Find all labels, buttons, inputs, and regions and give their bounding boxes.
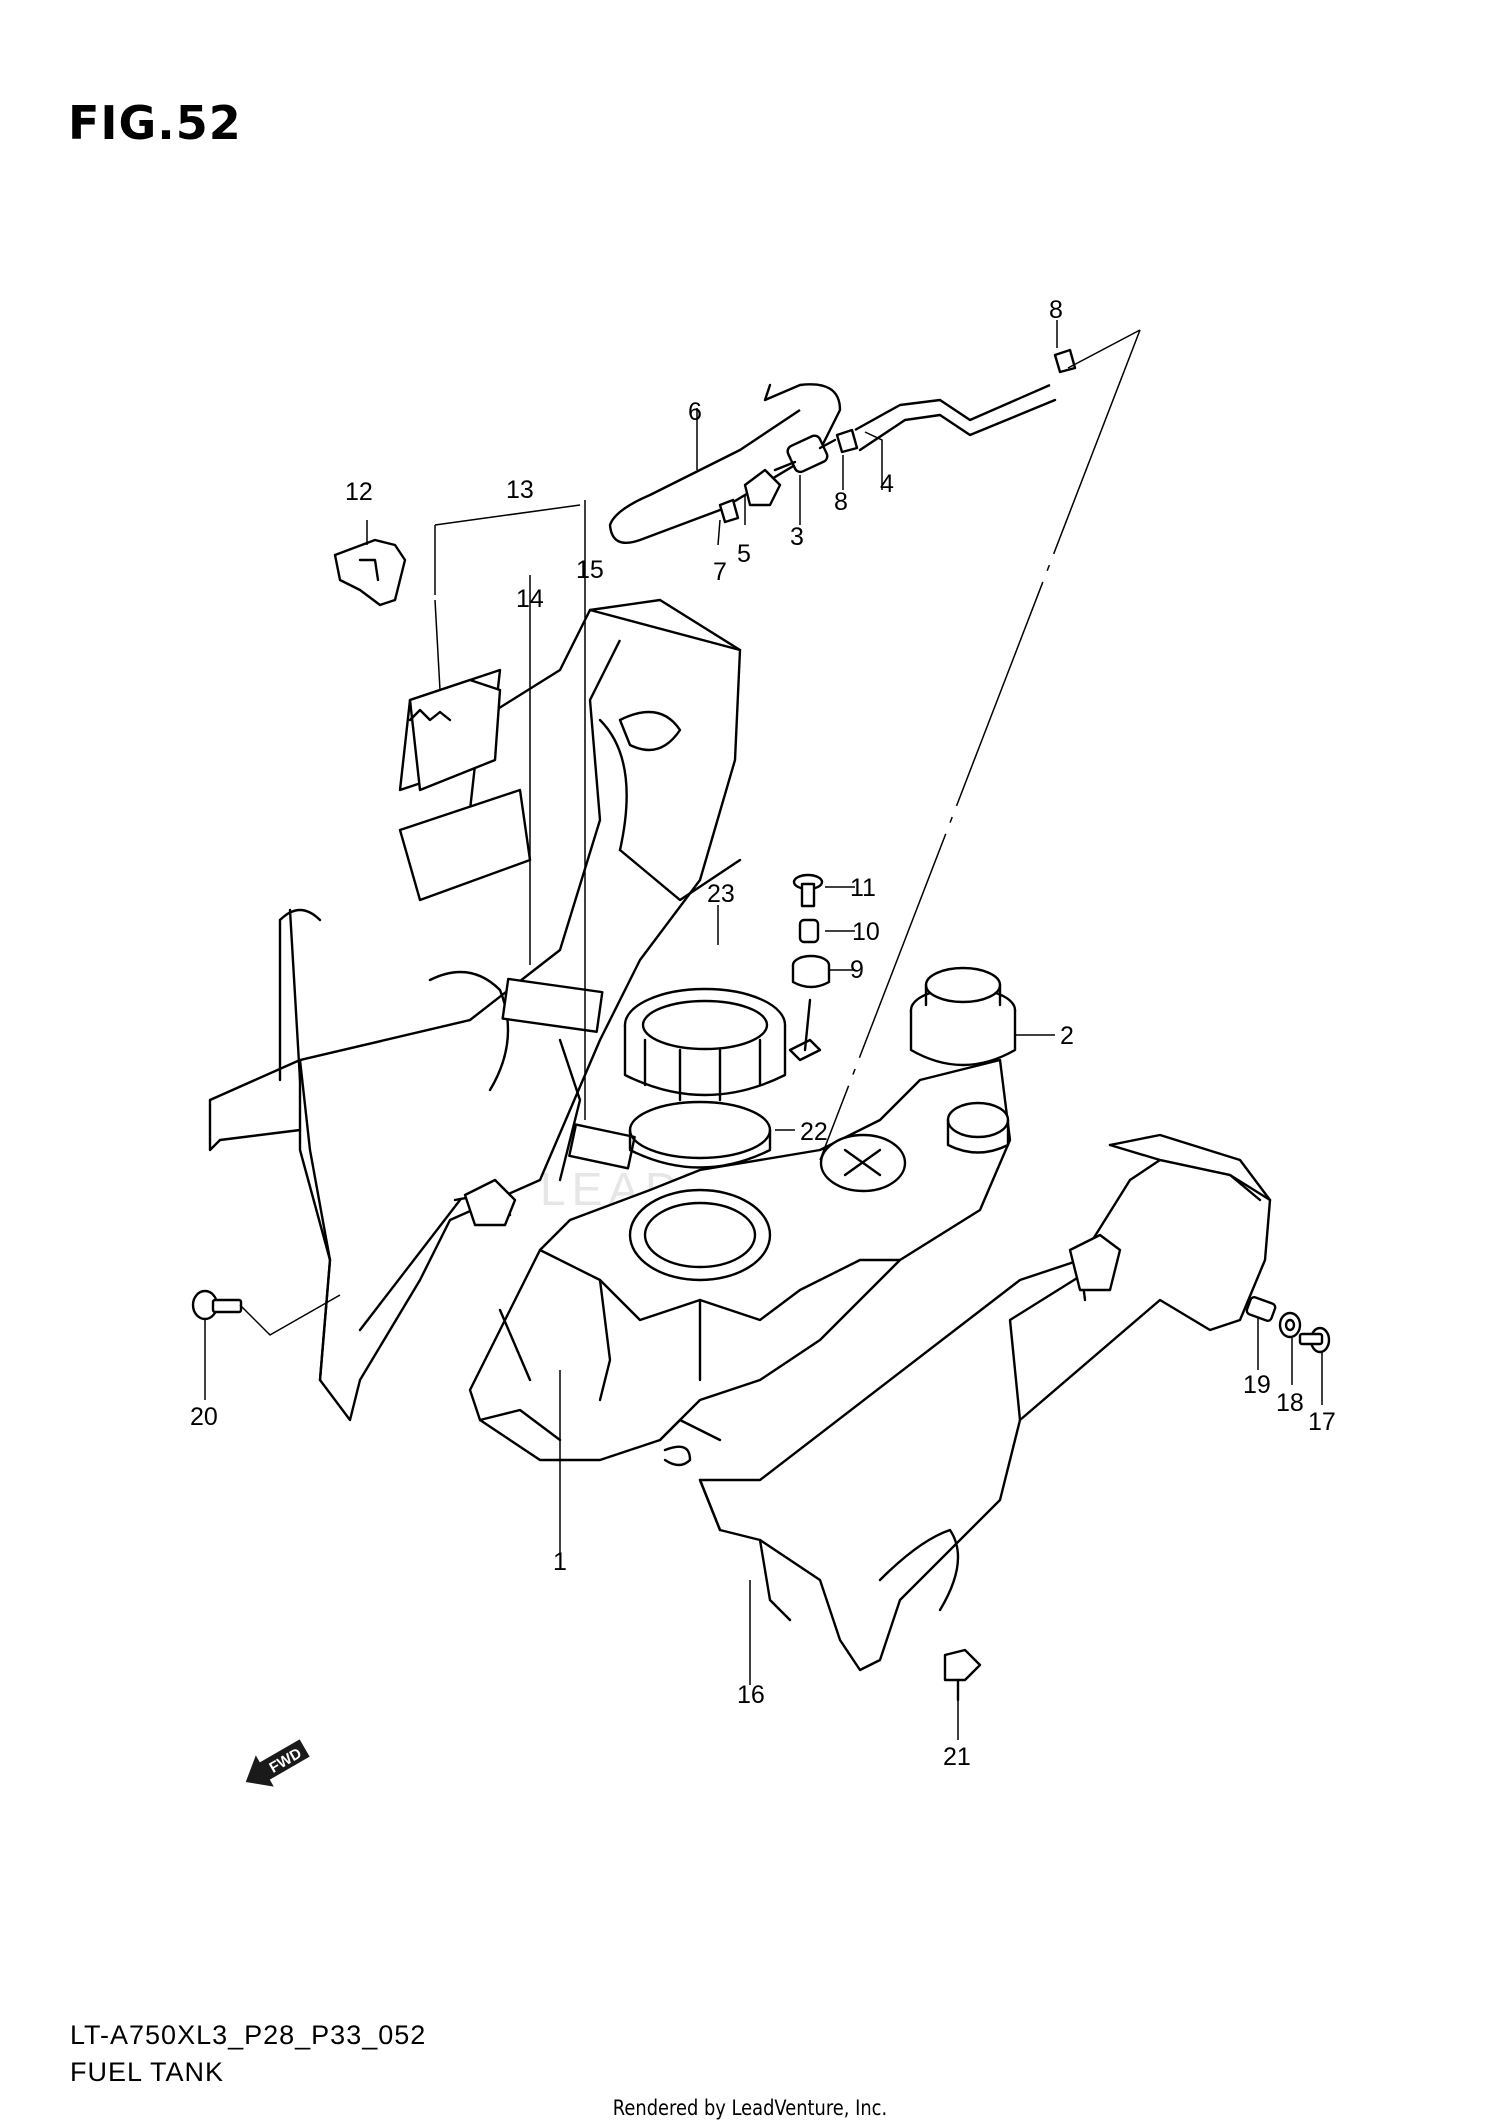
clamp-8-upper[interactable] [1053,348,1077,374]
callout-4[interactable]: 4 [880,470,894,498]
rendered-by-credit: Rendered by LeadVenture, Inc. [612,2096,888,2120]
callout-9[interactable]: 9 [850,956,864,984]
callout-5[interactable]: 5 [737,540,751,568]
callout-2[interactable]: 2 [1060,1022,1074,1050]
pad-14[interactable] [501,977,604,1033]
collar-10[interactable] [798,918,820,944]
collar-19[interactable] [1245,1296,1277,1322]
callout-15[interactable]: 15 [576,556,604,584]
callout-21[interactable]: 21 [943,1743,971,1771]
hose-4[interactable] [854,383,1057,452]
callout-20[interactable]: 20 [190,1403,218,1431]
fuel-cap-2[interactable] [909,966,1017,1067]
leader-lines [204,320,1323,1740]
washer-18[interactable] [1278,1311,1302,1339]
figure-name: FUEL TANK [70,2057,225,2087]
clip-21[interactable] [943,1648,982,1702]
callout-8-lower[interactable]: 8 [834,488,848,516]
callout-7[interactable]: 7 [713,558,727,586]
fuel-tank[interactable] [463,1058,1012,1467]
clip-12[interactable] [333,538,407,607]
grommet-9[interactable] [791,954,831,989]
callout-14[interactable]: 14 [516,585,544,613]
bolt-11[interactable] [792,873,824,908]
clamp-7[interactable] [718,498,740,524]
callout-8-upper[interactable]: 8 [1049,296,1063,324]
callout-13[interactable]: 13 [506,476,534,504]
callout-17[interactable]: 17 [1308,1408,1336,1436]
callout-1[interactable]: 1 [553,1548,567,1576]
callout-10[interactable]: 10 [852,918,880,946]
breather-hose-6[interactable] [608,383,842,545]
callout-16[interactable]: 16 [737,1681,765,1709]
clamp-8-lower[interactable] [835,428,859,454]
bolt-17[interactable] [1298,1326,1331,1354]
left-side-cover[interactable] [208,538,742,1422]
lock-ring-23[interactable] [623,987,787,1102]
callout-12[interactable]: 12 [345,478,373,506]
callout-6[interactable]: 6 [688,398,702,426]
callout-11[interactable]: 11 [850,874,876,902]
callout-18[interactable]: 18 [1276,1389,1304,1417]
figure-code: LT-A750XL3_P28_P33_052 [70,2020,427,2050]
fwd-arrow-icon: FWD [245,1739,310,1787]
right-side-cover[interactable] [698,1133,1272,1672]
callout-23[interactable]: 23 [707,880,735,908]
clamp-5[interactable] [743,468,782,507]
callout-3[interactable]: 3 [790,523,804,551]
bolt-20[interactable] [191,1289,243,1321]
gasket-22[interactable] [628,1100,772,1169]
figure-title: FIG.52 [68,96,242,150]
callout-22[interactable]: 22 [800,1118,828,1146]
valve-3[interactable] [773,434,837,474]
callout-19[interactable]: 19 [1243,1371,1271,1399]
damper-15[interactable] [568,1123,636,1170]
